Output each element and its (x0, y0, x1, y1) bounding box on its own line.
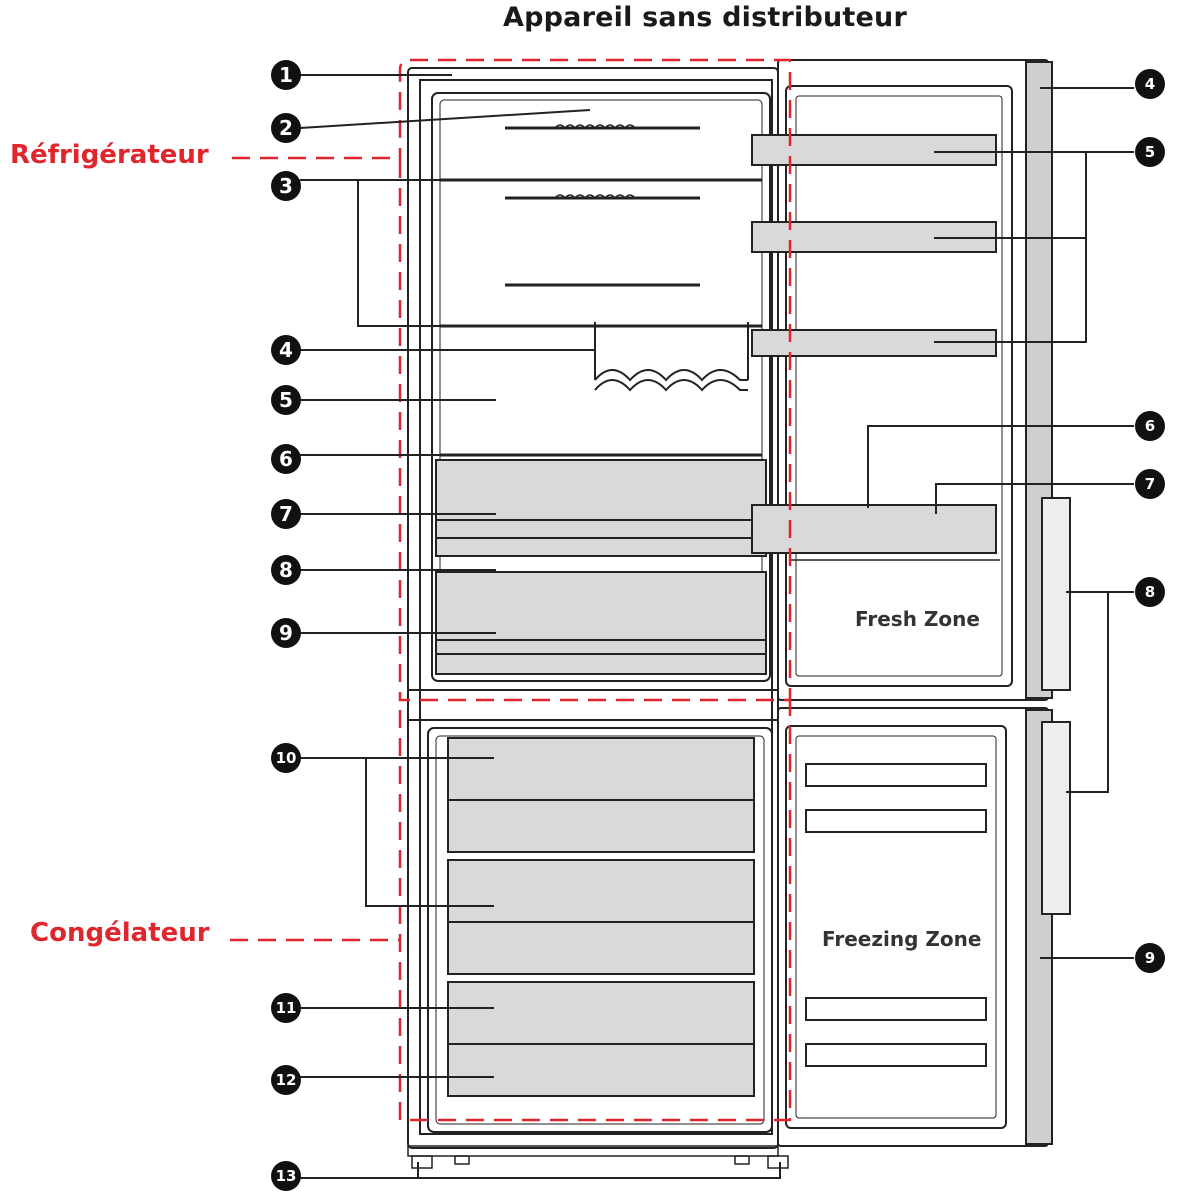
callout-13: 13 (271, 1161, 301, 1191)
left-callouts: 1 2 3 4 5 6 7 8 9 10 11 12 13 (271, 60, 301, 1191)
diagram-title: Appareil sans distributeur (503, 2, 907, 33)
svg-text:9: 9 (1145, 949, 1155, 967)
svg-text:10: 10 (276, 749, 297, 767)
fresh-zone-label: Fresh Zone (855, 607, 980, 631)
svg-text:7: 7 (279, 502, 293, 526)
callout-7: 7 (271, 499, 301, 529)
fridge-drawers (435, 459, 767, 675)
shelf-lights (505, 126, 700, 287)
svg-text:9: 9 (279, 621, 293, 645)
callout-door-4: 4 (1135, 69, 1165, 99)
fridge-door (751, 59, 1053, 701)
svg-text:8: 8 (1145, 583, 1155, 601)
freezer-zone-label: Congélateur (30, 918, 210, 948)
svg-text:7: 7 (1145, 475, 1155, 493)
svg-text:4: 4 (279, 338, 293, 362)
svg-text:12: 12 (276, 1071, 297, 1089)
callout-door-5: 5 (1135, 137, 1165, 167)
freezer-compartment (427, 727, 773, 1133)
callout-11: 11 (271, 993, 301, 1023)
svg-text:1: 1 (279, 63, 293, 87)
cabinet-body (407, 67, 779, 1157)
callout-door-9: 9 (1135, 943, 1165, 973)
callout-door-6: 6 (1135, 411, 1165, 441)
feet (411, 1155, 789, 1169)
wine-rack (594, 322, 749, 392)
svg-text:8: 8 (279, 558, 293, 582)
right-callouts: 4 5 6 7 8 9 (1135, 69, 1165, 973)
callout-10: 10 (271, 743, 301, 773)
svg-text:4: 4 (1145, 75, 1155, 93)
refrigerator-zone-label: Réfrigérateur (10, 140, 209, 170)
svg-text:5: 5 (279, 388, 293, 412)
callout-6: 6 (271, 444, 301, 474)
glass-shelves (440, 178, 762, 457)
callout-12: 12 (271, 1065, 301, 1095)
svg-text:11: 11 (276, 999, 297, 1017)
svg-text:5: 5 (1145, 143, 1155, 161)
callout-8: 8 (271, 555, 301, 585)
zone-dashed-outlines (230, 58, 792, 1122)
callout-1: 1 (271, 60, 301, 90)
svg-text:6: 6 (1145, 417, 1155, 435)
svg-text:13: 13 (276, 1167, 297, 1185)
freezing-zone-label: Freezing Zone (822, 927, 981, 951)
callout-9: 9 (271, 618, 301, 648)
svg-text:3: 3 (279, 174, 293, 198)
leader-lines (299, 74, 1134, 1179)
callout-4: 4 (271, 335, 301, 365)
callout-2: 2 (271, 113, 301, 143)
callout-5: 5 (271, 385, 301, 415)
callout-door-8: 8 (1135, 577, 1165, 607)
callout-door-7: 7 (1135, 469, 1165, 499)
callout-3: 3 (271, 171, 301, 201)
svg-text:2: 2 (279, 116, 293, 140)
door-handles (1041, 497, 1071, 915)
svg-text:6: 6 (279, 447, 293, 471)
